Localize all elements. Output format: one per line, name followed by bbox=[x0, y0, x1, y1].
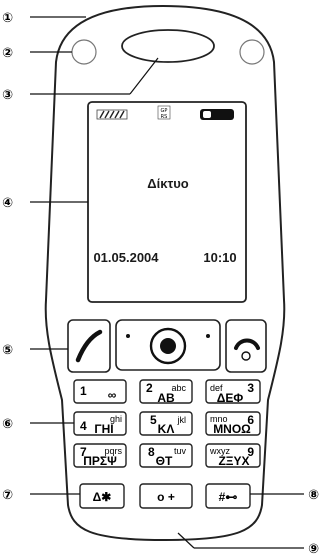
callout-8: ⑧ bbox=[308, 488, 319, 503]
svg-text:def: def bbox=[210, 383, 223, 393]
svg-text:ΠΡΣΨ: ΠΡΣΨ bbox=[83, 454, 117, 468]
svg-text:GP: GP bbox=[161, 108, 168, 114]
key-4[interactable]: 4 ghi ΓΗΙ bbox=[73, 411, 127, 436]
svg-text:tuv: tuv bbox=[174, 446, 187, 456]
network-name: Δίκτυο bbox=[147, 176, 189, 191]
call-button[interactable] bbox=[67, 319, 111, 373]
svg-text:ghi: ghi bbox=[110, 414, 122, 424]
earpiece-icon bbox=[121, 29, 215, 63]
svg-text:2: 2 bbox=[146, 381, 153, 395]
callout-5: ⑤ bbox=[2, 343, 13, 358]
callout-7: ⑦ bbox=[2, 488, 13, 503]
callout-1: ① bbox=[2, 11, 13, 26]
svg-text:ΑΒ: ΑΒ bbox=[157, 391, 175, 405]
svg-text:8: 8 bbox=[148, 445, 155, 459]
svg-text:ΓΗΙ: ΓΗΙ bbox=[94, 422, 113, 436]
svg-text:wxyz: wxyz bbox=[209, 446, 230, 456]
display-screen bbox=[87, 101, 247, 303]
call-icon bbox=[75, 329, 103, 363]
svg-text:4: 4 bbox=[80, 419, 87, 433]
svg-text:∞: ∞ bbox=[108, 388, 117, 402]
key-0[interactable]: o + bbox=[139, 483, 193, 509]
svg-text:9: 9 bbox=[247, 445, 254, 459]
svg-text:1: 1 bbox=[80, 384, 87, 398]
end-call-icon bbox=[234, 338, 260, 350]
callout-lines bbox=[30, 16, 304, 549]
svg-text:5: 5 bbox=[150, 413, 157, 427]
key-hash[interactable]: #⊷ bbox=[205, 483, 251, 509]
svg-text:ΚΛ: ΚΛ bbox=[158, 422, 175, 436]
key-9[interactable]: wxyz 9 ΖΞΥΧ bbox=[205, 443, 261, 468]
callout-6: ⑥ bbox=[2, 417, 13, 432]
date-text: 01.05.2004 bbox=[93, 250, 159, 265]
svg-text:#⊷: #⊷ bbox=[219, 490, 238, 504]
key-1[interactable]: 1 ∞ bbox=[73, 379, 127, 404]
gprs-icon: GP RS bbox=[157, 105, 171, 120]
svg-text:6: 6 bbox=[247, 413, 254, 427]
callout-9: ⑨ bbox=[308, 542, 319, 557]
svg-text:o +: o + bbox=[157, 490, 175, 504]
battery-icon bbox=[200, 109, 234, 120]
svg-text:Δ✱: Δ✱ bbox=[93, 490, 112, 504]
svg-text:jkl: jkl bbox=[177, 415, 187, 425]
key-star[interactable]: Δ✱ bbox=[79, 483, 125, 509]
navigation-button[interactable] bbox=[115, 319, 221, 371]
svg-text:RS: RS bbox=[161, 114, 168, 120]
svg-text:mno: mno bbox=[210, 414, 228, 424]
key-5[interactable]: 5 jkl ΚΛ bbox=[139, 411, 193, 436]
key-8[interactable]: 8 tuv ΘΤ bbox=[139, 443, 193, 468]
svg-text:abc: abc bbox=[171, 383, 186, 393]
svg-text:ΔΕΦ: ΔΕΦ bbox=[217, 391, 244, 405]
left-side-button[interactable] bbox=[71, 39, 97, 65]
key-6[interactable]: mno 6 ΜΝΟΩ bbox=[205, 411, 261, 436]
svg-text:7: 7 bbox=[80, 445, 87, 459]
right-side-button[interactable] bbox=[239, 39, 265, 65]
callout-2: ② bbox=[2, 46, 13, 61]
callout-3: ③ bbox=[2, 88, 13, 103]
svg-text:pqrs: pqrs bbox=[104, 446, 122, 456]
svg-text:ΖΞΥΧ: ΖΞΥΧ bbox=[218, 454, 249, 468]
key-3[interactable]: def 3 ΔΕΦ bbox=[205, 379, 261, 405]
svg-text:ΘΤ: ΘΤ bbox=[156, 454, 173, 468]
key-7[interactable]: 7 pqrs ΠΡΣΨ bbox=[73, 443, 127, 468]
time-text: 10:10 bbox=[203, 250, 236, 265]
callout-4: ④ bbox=[2, 196, 13, 211]
end-call-button[interactable] bbox=[225, 319, 267, 373]
svg-text:ΜΝΟΩ: ΜΝΟΩ bbox=[213, 422, 251, 436]
signal-icon bbox=[96, 109, 128, 120]
key-2[interactable]: 2 abc ΑΒ bbox=[139, 379, 193, 405]
svg-text:3: 3 bbox=[247, 381, 254, 395]
